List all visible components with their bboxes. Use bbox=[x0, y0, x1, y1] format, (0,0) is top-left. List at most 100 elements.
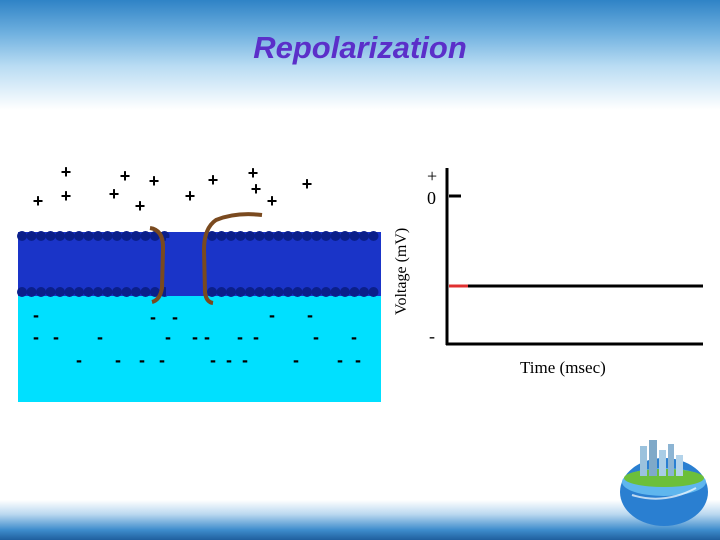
membrane-diagram: +++++++++++++ ------------------------- bbox=[17, 162, 381, 402]
minus-sign: - bbox=[355, 350, 361, 370]
intracellular-negative-charges: ------------------------- bbox=[33, 305, 361, 370]
phospholipid-head bbox=[36, 231, 46, 241]
phospholipid-head bbox=[292, 231, 303, 241]
phospholipid-head bbox=[321, 231, 331, 241]
plus-sign: + bbox=[33, 191, 44, 211]
phospholipid-head bbox=[102, 287, 113, 297]
channel-gate-right bbox=[201, 212, 263, 305]
plus-sign: + bbox=[135, 196, 146, 216]
slide-title: Repolarization bbox=[253, 30, 467, 65]
phospholipid-head bbox=[311, 287, 322, 297]
phospholipid-head bbox=[226, 287, 236, 297]
header-gradient bbox=[0, 0, 720, 110]
minus-sign: - bbox=[351, 327, 357, 347]
phospholipid-head bbox=[340, 231, 350, 241]
phospholipid-head bbox=[83, 287, 94, 297]
phospholipid-head bbox=[283, 231, 293, 241]
phospholipid-head bbox=[121, 231, 132, 241]
channel-pore bbox=[166, 238, 206, 296]
phospholipid-head bbox=[226, 231, 236, 241]
phospholipid-head bbox=[26, 231, 37, 241]
plus-sign: + bbox=[302, 174, 313, 194]
plus-sign: + bbox=[149, 171, 160, 191]
phospholipid-head bbox=[112, 287, 122, 297]
phospholipid-head bbox=[64, 231, 75, 241]
plus-sign: + bbox=[248, 163, 259, 183]
plus-sign: + bbox=[120, 166, 131, 186]
minus-sign: - bbox=[226, 350, 232, 370]
phospholipid-head bbox=[283, 287, 293, 297]
phospholipid-head bbox=[45, 287, 56, 297]
phospholipid-head bbox=[254, 231, 265, 241]
phospholipid-head bbox=[83, 231, 94, 241]
phospholipid-head bbox=[254, 287, 265, 297]
phospholipid-head bbox=[245, 287, 255, 297]
phospholipid-head bbox=[17, 287, 27, 297]
phospholipid-head bbox=[26, 287, 37, 297]
phospholipid-head bbox=[207, 231, 217, 241]
tick-zero: 0 bbox=[427, 188, 436, 208]
phospholipid-head bbox=[216, 231, 227, 241]
phospholipid-head bbox=[74, 231, 84, 241]
phospholipid-head bbox=[359, 287, 369, 297]
phospholipid-head bbox=[131, 287, 141, 297]
minus-sign: - bbox=[97, 327, 103, 347]
phospholipid-head bbox=[330, 231, 341, 241]
minus-sign: - bbox=[237, 327, 243, 347]
phospholipid-head bbox=[45, 231, 56, 241]
footer-gradient bbox=[0, 500, 720, 540]
phospholipid-head bbox=[368, 287, 379, 297]
phospholipid-head bbox=[368, 231, 379, 241]
minus-sign: - bbox=[293, 350, 299, 370]
phospholipid-head bbox=[131, 231, 141, 241]
minus-sign: - bbox=[307, 305, 313, 325]
minus-sign: - bbox=[337, 350, 343, 370]
minus-sign: - bbox=[33, 305, 39, 325]
phospholipid-head bbox=[17, 231, 27, 241]
phospholipid-head bbox=[273, 287, 284, 297]
phospholipid-head bbox=[207, 287, 217, 297]
tick-plus: + bbox=[427, 166, 437, 186]
phospholipid-heads bbox=[17, 231, 379, 297]
plus-sign: + bbox=[267, 191, 278, 211]
phospholipid-head bbox=[245, 231, 255, 241]
phospholipid-head bbox=[302, 231, 312, 241]
minus-sign: - bbox=[115, 350, 121, 370]
minus-sign: - bbox=[204, 327, 210, 347]
phospholipid-head bbox=[264, 287, 274, 297]
minus-sign: - bbox=[172, 307, 178, 327]
channel-gate-left bbox=[149, 226, 166, 304]
plus-sign: + bbox=[208, 170, 219, 190]
tick-minus: - bbox=[429, 326, 435, 346]
phospholipid-head bbox=[359, 231, 369, 241]
extracellular-positive-charges: +++++++++++++ bbox=[33, 162, 313, 216]
phospholipid-head bbox=[311, 231, 322, 241]
minus-sign: - bbox=[253, 327, 259, 347]
minus-sign: - bbox=[33, 327, 39, 347]
phospholipid-head bbox=[340, 287, 350, 297]
phospholipid-head bbox=[121, 287, 132, 297]
phospholipid-head bbox=[330, 287, 341, 297]
minus-sign: - bbox=[150, 307, 156, 327]
intracellular-fluid bbox=[18, 292, 381, 402]
minus-sign: - bbox=[313, 327, 319, 347]
phospholipid-head bbox=[140, 231, 151, 241]
phospholipid-head bbox=[102, 231, 113, 241]
minus-sign: - bbox=[242, 350, 248, 370]
phospholipid-head bbox=[112, 231, 122, 241]
plus-sign: + bbox=[251, 179, 262, 199]
phospholipid-head bbox=[321, 287, 331, 297]
phospholipid-head bbox=[235, 287, 246, 297]
phospholipid-head bbox=[93, 231, 103, 241]
minus-sign: - bbox=[139, 350, 145, 370]
minus-sign: - bbox=[210, 350, 216, 370]
phospholipid-head bbox=[235, 231, 246, 241]
phospholipid-head bbox=[150, 287, 160, 297]
minus-sign: - bbox=[76, 350, 82, 370]
phospholipid-head bbox=[140, 287, 151, 297]
phospholipid-head bbox=[273, 231, 284, 241]
phospholipid-head bbox=[74, 287, 84, 297]
minus-sign: - bbox=[192, 327, 198, 347]
globe-city-icon bbox=[620, 440, 708, 526]
